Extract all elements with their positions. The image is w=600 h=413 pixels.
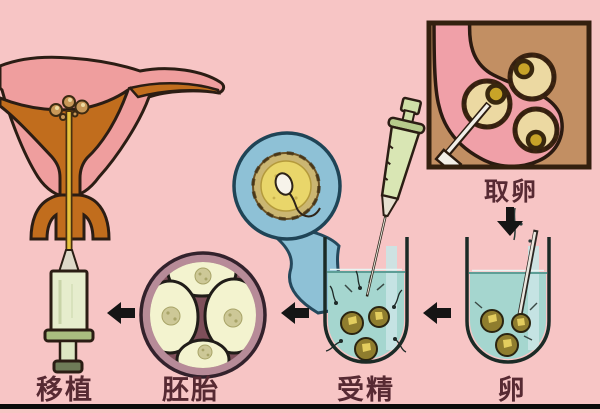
fertilizing-eggs — [325, 270, 407, 361]
transferred-embryos — [49, 95, 90, 121]
uterus-illustration — [0, 55, 226, 374]
label-fertilization: 受精 — [337, 375, 395, 405]
arrow-left-embryo-to-transfer-icon — [107, 302, 135, 324]
label-egg: 卵 — [497, 375, 527, 405]
egg-retrieval-inset — [426, 20, 592, 170]
transfer-syringe — [43, 249, 95, 374]
arrow-down-icon — [497, 207, 523, 236]
insemination-syringe — [365, 96, 426, 297]
sperm-icon — [274, 172, 321, 218]
label-transfer: 移植 — [36, 375, 94, 405]
label-egg-retrieval: 取卵 — [483, 178, 539, 206]
retrieved-eggs — [474, 301, 538, 357]
bottom-frame-line — [0, 404, 600, 409]
fallopian-tube-channel — [127, 81, 221, 99]
arrow-left-fertilization-to-embryo-icon — [281, 302, 309, 324]
embryo-illustration — [139, 251, 267, 379]
arrow-left-egg-to-fertilization-icon — [423, 302, 451, 324]
fertilization-tube — [323, 237, 409, 364]
egg-tube — [465, 207, 551, 364]
label-embryo: 胚胎 — [162, 375, 220, 405]
